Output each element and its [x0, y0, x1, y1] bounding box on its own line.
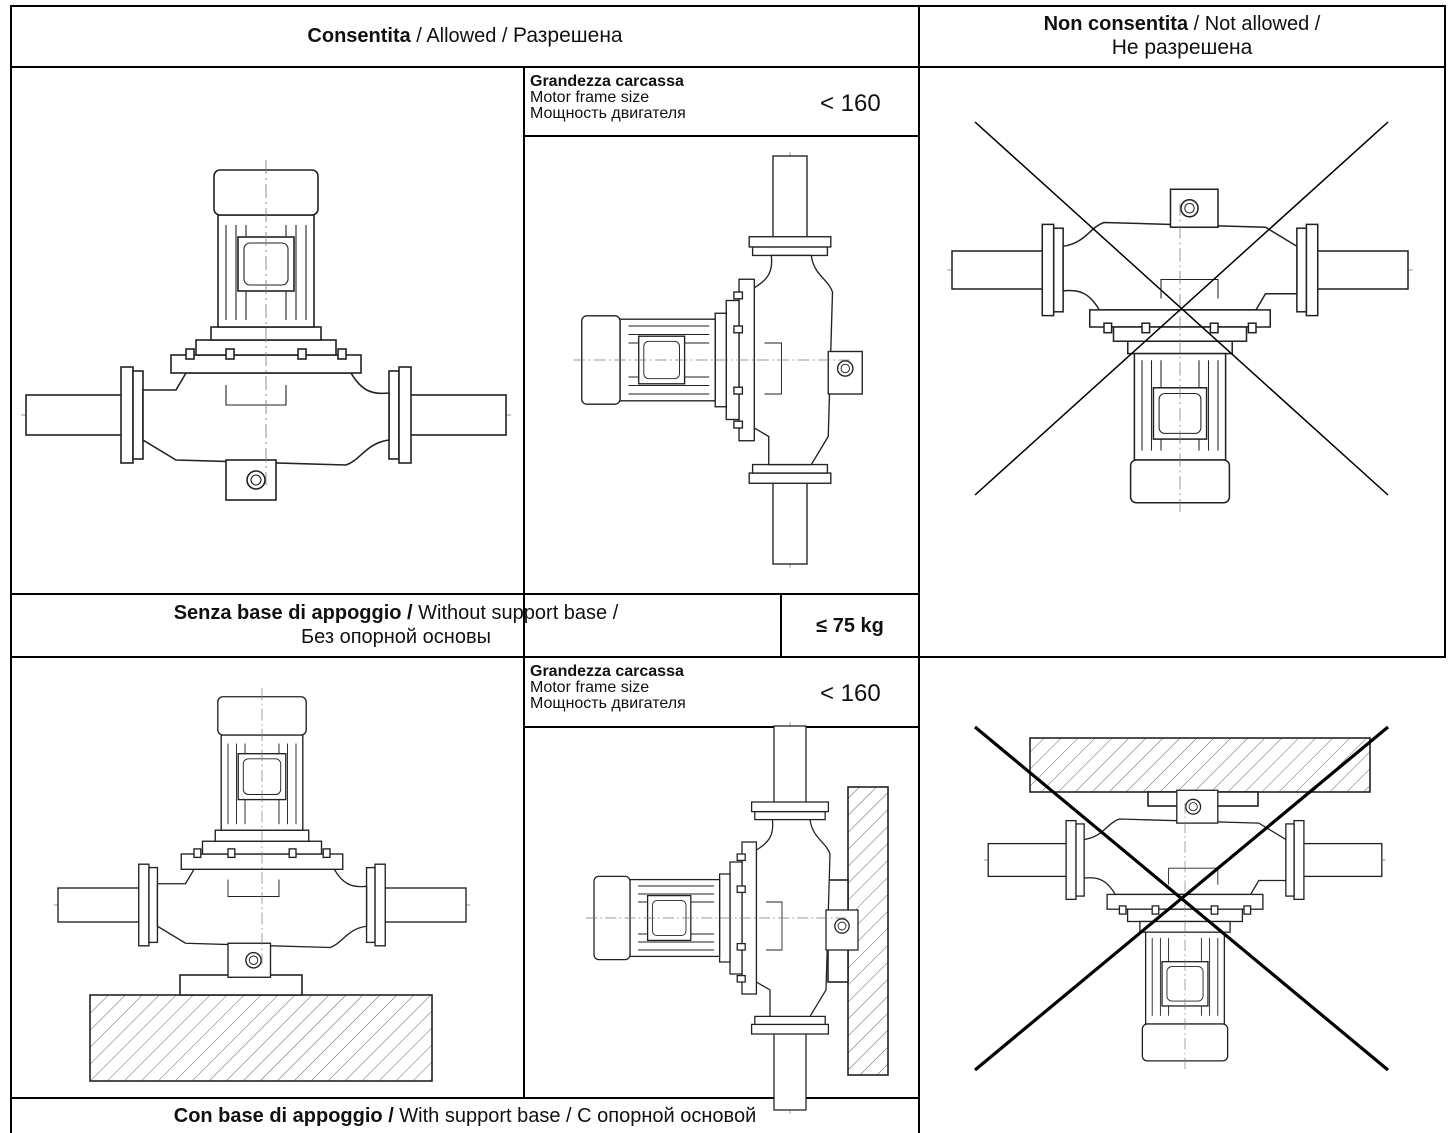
- header-not-allowed-it: Non consentita: [1043, 13, 1189, 35]
- header-not-allowed: Non consentita / Not allowed / Не разреш…: [920, 12, 1444, 60]
- header-allowed-sep1: /: [410, 25, 427, 47]
- header-allowed-it: Consentita: [307, 25, 411, 47]
- divider-row2: [10, 656, 1446, 658]
- divider-header: [10, 66, 1446, 68]
- caption-row2-it: Con base di appoggio /: [173, 1105, 394, 1127]
- border-right: [1444, 5, 1446, 657]
- frame-size-label-en: Motor frame size: [530, 89, 650, 106]
- divider-col-right: [918, 5, 920, 1133]
- header-not-allowed-en: Not allowed: [1204, 13, 1310, 35]
- frame-size-label-it: Grandezza carcassa: [530, 73, 684, 90]
- support-base-ceiling: [1029, 737, 1371, 793]
- header-allowed-ru: Разрешена: [513, 24, 623, 47]
- border-left: [10, 5, 12, 1133]
- header-allowed: Consentita / Allowed / Разрешена: [12, 24, 918, 48]
- caption-with-support: Con base di appoggio / With support base…: [12, 1104, 918, 1128]
- caption-row1-en: Without support base /: [412, 602, 619, 624]
- divider-caption-row1: [10, 593, 920, 595]
- header-not-allowed-sep1: /: [1188, 13, 1205, 35]
- caption-row1-ru: Без опорной основы: [301, 626, 491, 648]
- header-not-allowed-ru: Не разрешена: [1111, 36, 1253, 59]
- caption-row1-it: Senza base di appoggio /: [173, 602, 413, 624]
- frame-size-value-2: < 160: [820, 680, 881, 707]
- divider-col-mid-row2: [523, 656, 525, 1098]
- divider-weight-cell: [780, 593, 782, 657]
- border-top: [10, 5, 1446, 7]
- divider-col-mid-row1: [523, 66, 525, 658]
- caption-without-support: Senza base di appoggio / Without support…: [12, 601, 780, 649]
- frame-size-box-2: Grandezza carcassa Motor frame size Мощн…: [530, 664, 686, 712]
- frame-size-label-ru: Мощность двигателя: [530, 695, 686, 712]
- frame-size-box-1: Grandezza carcassa Motor frame size Мощн…: [530, 74, 686, 122]
- support-base-floor: [89, 994, 433, 1082]
- header-not-allowed-sep2: /: [1309, 13, 1321, 35]
- header-allowed-en: Allowed: [426, 25, 497, 47]
- divider-framebox-row1: [523, 135, 920, 137]
- divider-framebox-row2: [523, 726, 920, 728]
- divider-caption-row2: [10, 1097, 920, 1099]
- frame-size-value-1: < 160: [820, 90, 881, 117]
- header-allowed-sep2: /: [496, 25, 514, 47]
- frame-size-label-it: Grandezza carcassa: [530, 663, 684, 680]
- caption-row2-en: With support base / С опорной основой: [393, 1105, 757, 1127]
- weight-limit: ≤ 75 kg: [816, 615, 884, 637]
- frame-size-label-ru: Мощность двигателя: [530, 105, 686, 122]
- frame-size-label-en: Motor frame size: [530, 679, 650, 696]
